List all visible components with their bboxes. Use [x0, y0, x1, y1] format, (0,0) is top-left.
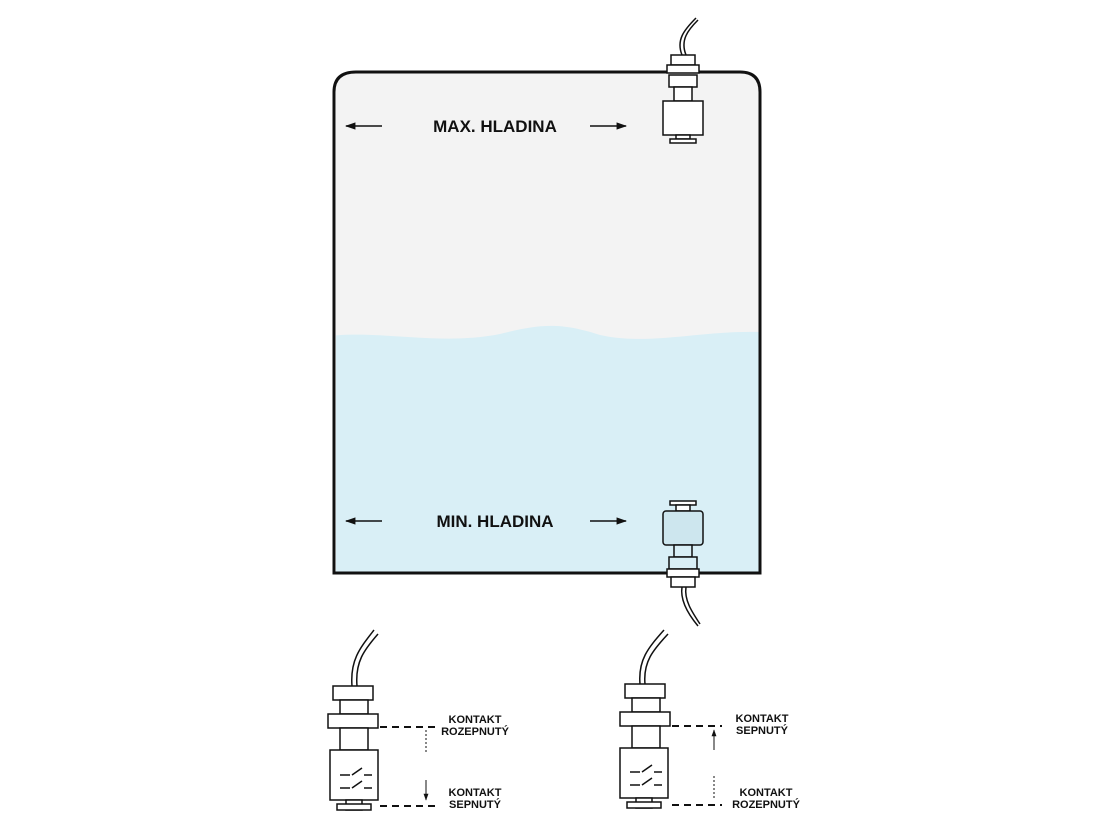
- max-level-label: MAX. HLADINA: [433, 117, 557, 136]
- top-float-sensor-icon: [662, 17, 704, 144]
- lower-label-line2-left: SEPNUTÝ: [449, 798, 502, 811]
- upper-label-line1-right: KONTAKT: [736, 713, 789, 725]
- float-switch-icon-left: [327, 629, 379, 811]
- water-fill: [336, 325, 760, 572]
- upper-label-line2-left: ROZEPNUTÝ: [441, 725, 510, 738]
- lower-label-line2-right: ROZEPNUTÝ: [732, 798, 801, 811]
- min-level-label: MIN. HLADINA: [436, 512, 553, 531]
- upper-label-line2-right: SEPNUTÝ: [736, 724, 789, 737]
- switch-diagram-left: KONTAKT ROZEPNUTÝ KONTAKT SEPNUTÝ: [327, 629, 510, 811]
- lower-label-line1-left: KONTAKT: [449, 787, 502, 799]
- tank: [332, 70, 762, 575]
- max-level-indicator: MAX. HLADINA: [344, 117, 628, 136]
- bottom-float-sensor-icon: [662, 500, 704, 627]
- float-switch-icon-right: [619, 629, 671, 809]
- upper-label-line1-left: KONTAKT: [449, 714, 502, 726]
- switch-diagram-right: KONTAKT SEPNUTÝ KONTAKT ROZEPNUTÝ: [619, 629, 801, 811]
- tank-outline: [332, 70, 762, 575]
- min-level-indicator: MIN. HLADINA: [344, 512, 628, 531]
- lower-label-line1-right: KONTAKT: [740, 787, 793, 799]
